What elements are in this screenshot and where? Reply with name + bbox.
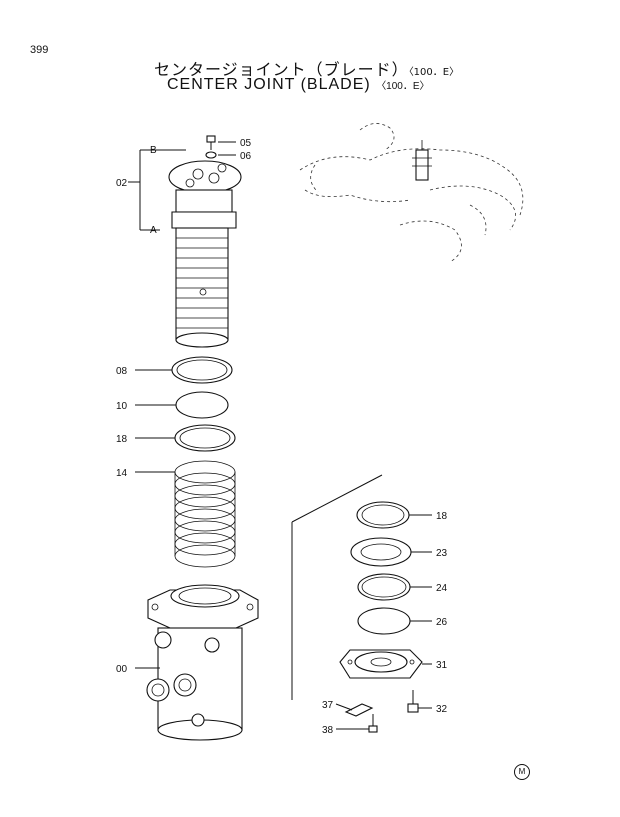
callout-18-left: 18 xyxy=(116,434,128,445)
callout-37: 37 xyxy=(322,700,334,711)
callout-05: 05 xyxy=(240,138,252,149)
part-05-bolt xyxy=(206,135,216,150)
callout-A: A xyxy=(150,225,157,236)
page-number: 399 xyxy=(30,44,49,56)
part-31-cover xyxy=(339,649,423,679)
part-38-bolt xyxy=(368,714,378,733)
callout-06: 06 xyxy=(240,151,252,162)
part-06-o-ring xyxy=(205,151,217,159)
maker-mark: M xyxy=(514,764,530,780)
callout-00: 00 xyxy=(116,664,128,675)
highlighted-center-joint xyxy=(415,149,429,181)
part-18-ring-right xyxy=(356,501,410,529)
part-08-ring xyxy=(171,356,233,384)
title-english-suffix: 〈100．E〉 xyxy=(376,81,430,92)
part-10-plate xyxy=(175,391,229,419)
title-japanese: センタージョイント（ブレード）〈100．E〉 xyxy=(154,56,459,80)
machine-location-sketch xyxy=(299,123,524,263)
assembly-guide-line xyxy=(291,474,383,700)
callout-18-right: 18 xyxy=(436,511,448,522)
callouts: B A 02 05 06 08 10 18 14 00 18 23 24 xyxy=(116,138,448,736)
part-37-plate xyxy=(344,703,374,717)
callout-B: B xyxy=(150,145,157,156)
part-32-bolt xyxy=(407,690,419,713)
part-24-snap-ring xyxy=(357,573,411,601)
part-26-plate xyxy=(357,607,411,635)
title-japanese-text: センタージョイント（ブレード） xyxy=(154,60,409,79)
part-18-ring-left xyxy=(174,424,236,452)
callout-10: 10 xyxy=(116,401,128,412)
callout-23: 23 xyxy=(436,548,448,559)
title-english-text: CENTER JOINT (BLADE) xyxy=(167,76,371,93)
callout-32: 32 xyxy=(436,704,448,715)
callout-14: 14 xyxy=(116,468,128,479)
title-english: CENTER JOINT (BLADE) 〈100．E〉 xyxy=(167,76,430,94)
part-23-washer xyxy=(350,537,412,567)
callout-26: 26 xyxy=(436,617,448,628)
callout-08: 08 xyxy=(116,366,128,377)
callout-02: 02 xyxy=(116,178,128,189)
callout-38: 38 xyxy=(322,725,334,736)
part-14-seal-stack xyxy=(174,460,236,568)
part-00-center-joint-body xyxy=(146,584,259,741)
callout-31: 31 xyxy=(436,660,448,671)
title-japanese-suffix: 〈100．E〉 xyxy=(408,67,460,78)
part-02-swivel-body xyxy=(168,160,242,348)
callout-24: 24 xyxy=(436,583,448,594)
